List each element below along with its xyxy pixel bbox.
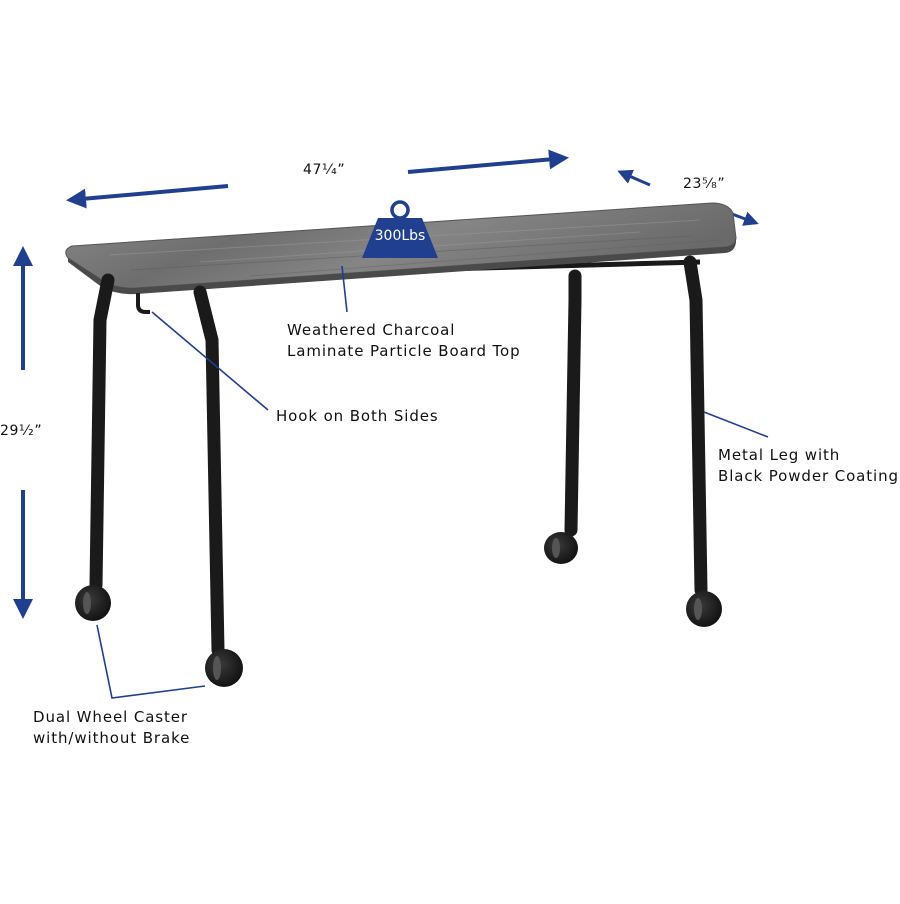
caster-callout-line-2: with/without Brake xyxy=(33,729,191,747)
leg-callout-line xyxy=(703,411,769,438)
leg-callout: Metal Leg with Black Powder Coating xyxy=(718,445,899,487)
tabletop-callout-line-1: Weathered Charcoal xyxy=(287,321,456,339)
caster-callout: Dual Wheel Caster with/without Brake xyxy=(33,707,190,749)
weight-capacity-label: 300Lbs xyxy=(374,228,426,244)
front-right-leg xyxy=(193,285,225,657)
weight-capacity-icon xyxy=(362,200,438,258)
tabletop-callout-line xyxy=(341,265,348,313)
front-left-leg xyxy=(89,273,115,592)
leg-callout-line-2: Black Powder Coating xyxy=(718,467,899,485)
leg-callout-line-1: Metal Leg with xyxy=(718,446,841,464)
tabletop-callout-line-2: Laminate Particle Board Top xyxy=(287,342,521,360)
caster-front-right xyxy=(205,645,243,687)
hook-callout: Hook on Both Sides xyxy=(276,407,439,425)
caster-back-right xyxy=(686,585,722,627)
tabletop-callout: Weathered Charcoal Laminate Particle Boa… xyxy=(287,320,521,362)
caster-back-left xyxy=(544,527,578,564)
width-dimension-arrow xyxy=(66,149,569,209)
back-right-leg xyxy=(683,255,708,597)
caster-callout-line-1: Dual Wheel Caster xyxy=(33,708,188,726)
back-left-leg xyxy=(564,269,582,537)
side-hook xyxy=(136,293,150,314)
width-dimension-label: 47¹⁄₄” xyxy=(303,162,346,178)
caster-front-left xyxy=(75,582,111,621)
hook-callout-line xyxy=(151,311,269,411)
depth-dimension-label: 23⁵⁄₈” xyxy=(683,176,726,192)
height-dimension-label: 29¹⁄₂” xyxy=(0,423,43,439)
caster-callout-line xyxy=(96,624,206,699)
